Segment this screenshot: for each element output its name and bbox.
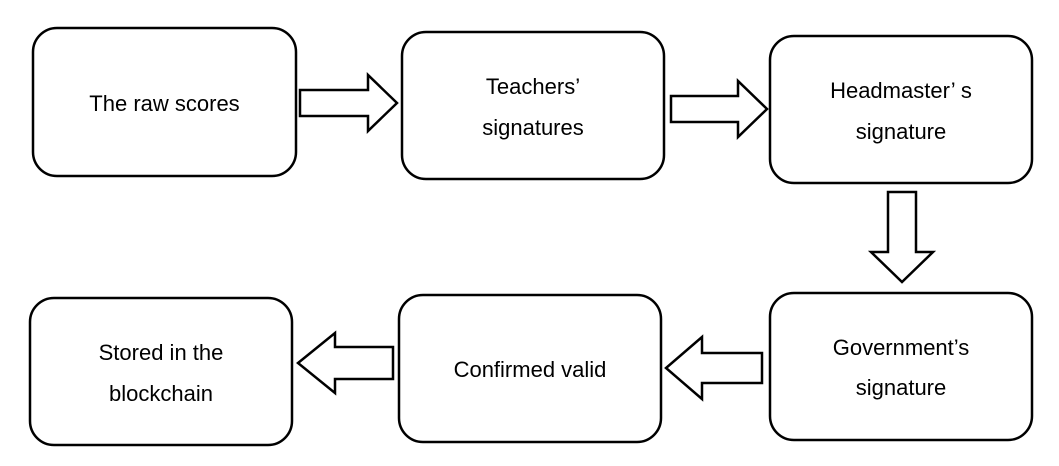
arrow-left-icon (296, 330, 395, 396)
node-label-line: Headmaster’ s (830, 78, 972, 103)
node-box (28, 296, 294, 447)
node-label-line: The raw scores (89, 91, 239, 116)
arrow-down-icon (867, 190, 937, 284)
node-label-line: signatures (482, 115, 584, 140)
arrow-left-icon (664, 334, 764, 402)
node-box (31, 26, 298, 178)
node-raw-scores: The raw scores (31, 26, 298, 178)
node-box (768, 34, 1034, 185)
node-government-signature: Government’s signature (768, 291, 1034, 442)
node-label-line: blockchain (109, 381, 213, 406)
arrow-right-icon (298, 72, 399, 134)
node-label-line: Confirmed valid (454, 357, 607, 382)
node-box (400, 30, 666, 181)
node-label-line: Government’s (833, 335, 970, 360)
node-box (397, 293, 663, 444)
node-label-line: Teachers’ (486, 74, 580, 99)
arrow-right-icon (669, 78, 769, 140)
node-confirmed-valid: Confirmed valid (397, 293, 663, 444)
node-label-line: signature (856, 119, 947, 144)
node-teachers-signatures: Teachers’ signatures (400, 30, 666, 181)
node-box (768, 291, 1034, 442)
node-stored-blockchain: Stored in the blockchain (28, 296, 294, 447)
node-label-line: Stored in the (99, 340, 224, 365)
node-label-line: signature (856, 375, 947, 400)
node-headmaster-signature: Headmaster’ s signature (768, 34, 1034, 185)
